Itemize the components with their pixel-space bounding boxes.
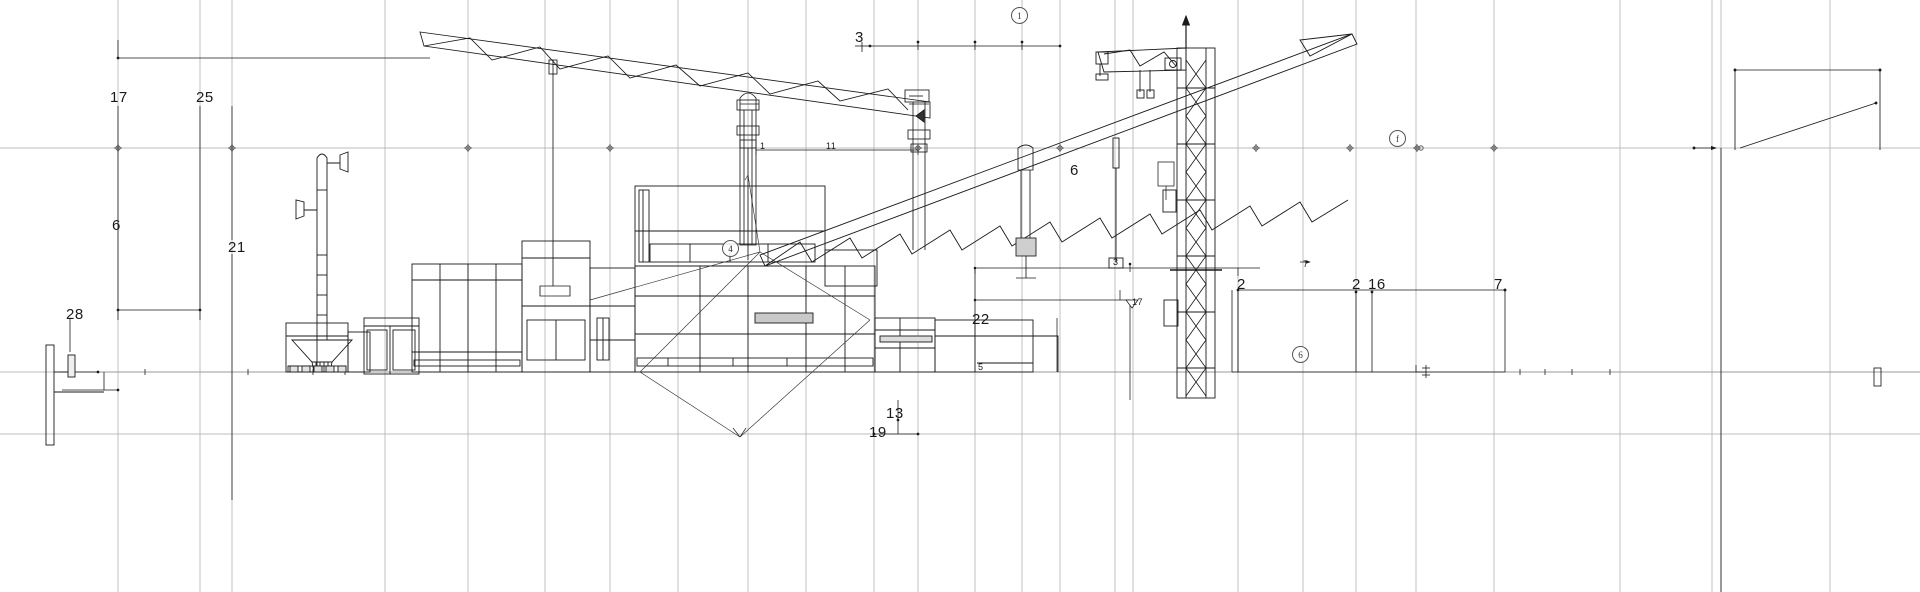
building-section-diagonals <box>589 174 871 438</box>
dimension-label: 13 <box>886 405 904 422</box>
crane-left-mast <box>736 92 760 260</box>
crane-hook-assembly <box>1015 144 1037 279</box>
dimension-label: 25 <box>196 89 214 106</box>
detail-label: 3 <box>1113 257 1119 267</box>
detail-label: 17 <box>1132 297 1144 307</box>
dimension-label: 6 <box>112 217 121 234</box>
grid-reference-marker[interactable]: 6 <box>1292 346 1309 363</box>
grid-reference-marker[interactable]: 4 <box>722 240 739 257</box>
lower-dimension-row <box>973 260 1311 400</box>
light-mast <box>290 151 354 373</box>
dimension-label: 3 <box>855 29 864 46</box>
dimension-label: 21 <box>228 239 246 256</box>
dimension-label: 22 <box>972 311 990 328</box>
dimension-label: 6 <box>1070 162 1079 179</box>
grid-reference-marker[interactable]: f <box>1389 130 1406 147</box>
bottom-dimension-detail <box>872 400 920 436</box>
detail-label: 11 <box>826 141 837 151</box>
right-dimension-set <box>1231 288 1507 378</box>
left-dimension-set <box>60 40 430 500</box>
crane-right-jib <box>759 33 1358 269</box>
building-elevation-section <box>285 185 1059 375</box>
detail-label: 5 <box>978 362 984 372</box>
top-dimension-row <box>855 40 1062 52</box>
tower-crane-left-jib <box>419 31 931 297</box>
tower-crane-right-mast <box>1162 14 1222 399</box>
dimension-label: 2 <box>1352 276 1361 293</box>
grid-reference-marker[interactable]: 1 <box>1011 7 1028 24</box>
dimension-label: 2 <box>1237 276 1246 293</box>
crane-mid-mast <box>904 89 931 250</box>
mid-dimension-row <box>755 146 919 155</box>
dimension-label: 17 <box>110 89 128 106</box>
dimension-label: 28 <box>66 306 84 323</box>
right-panel-detail <box>1692 68 1882 592</box>
misc-detail-lines <box>347 161 1239 372</box>
dimension-label: 19 <box>869 424 887 441</box>
left-wall-panel <box>45 344 104 446</box>
dimension-label: 7 <box>1494 276 1503 293</box>
dimension-label: 16 <box>1368 276 1386 293</box>
detail-label: 1 <box>760 141 766 151</box>
detail-label: 7 <box>1303 259 1309 269</box>
